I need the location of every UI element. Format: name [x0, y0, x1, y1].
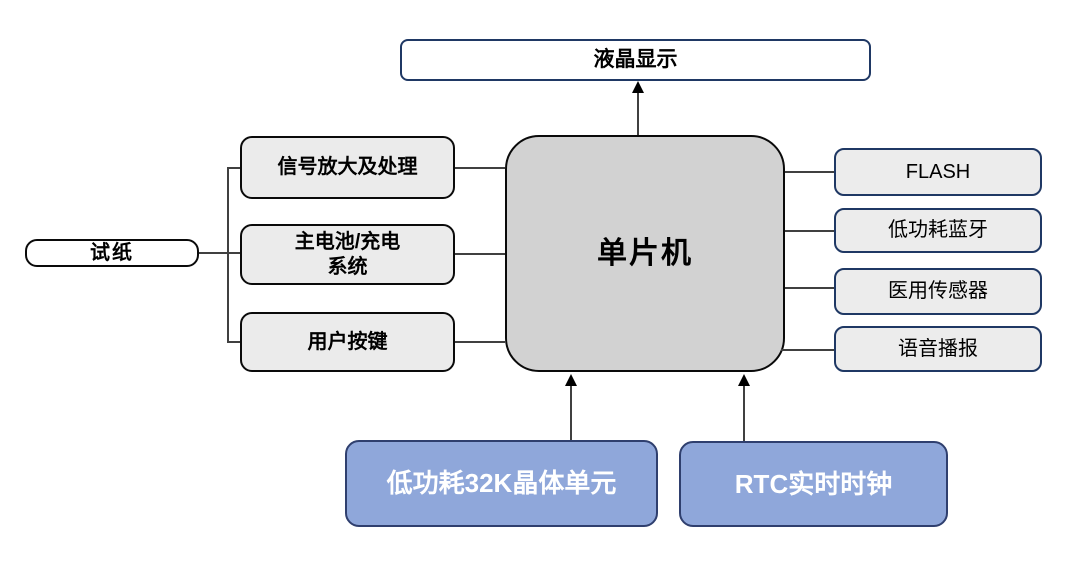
rtc-label: RTC实时时钟 — [734, 468, 893, 499]
arrow-crystal-to-mcu-head — [565, 374, 577, 386]
test-paper-node: 试纸 — [25, 239, 199, 267]
voice-broadcast-node: 语音播报 — [834, 326, 1042, 372]
flash-label: FLASH — [905, 160, 971, 183]
mcu-label: 单片机 — [597, 236, 693, 270]
medical-sensor-node: 医用传感器 — [834, 268, 1042, 315]
battery-charging-label: 主电池/充电 系统 — [294, 230, 401, 278]
crystal-unit-label: 低功耗32K晶体单元 — [386, 468, 617, 499]
arrow-rtc-to-mcu-head — [738, 374, 750, 386]
arrow-mcu-to-lcd-head — [632, 81, 644, 93]
rtc-node: RTC实时时钟 — [679, 441, 948, 527]
connector-mcu-to-voice — [781, 349, 834, 351]
connector-testpaper-to-battery — [199, 252, 240, 254]
arrow-rtc-to-mcu-line — [743, 383, 745, 441]
connector-signal-to-mcu — [455, 167, 505, 169]
lcd-display-label: 液晶显示 — [593, 47, 678, 71]
user-buttons-label: 用户按键 — [307, 330, 388, 353]
arrow-crystal-to-mcu-line — [570, 383, 572, 440]
connector-trunk-to-buttons — [227, 341, 240, 343]
connector-testpaper-trunk — [227, 167, 229, 343]
user-buttons-node: 用户按键 — [240, 312, 455, 372]
ble-node: 低功耗蓝牙 — [834, 208, 1042, 253]
signal-amplification-node: 信号放大及处理 — [240, 136, 455, 199]
arrow-mcu-to-lcd-line — [637, 90, 639, 135]
crystal-unit-node: 低功耗32K晶体单元 — [345, 440, 658, 527]
signal-amplification-label: 信号放大及处理 — [277, 156, 418, 178]
connector-trunk-to-signal — [227, 167, 240, 169]
ble-label: 低功耗蓝牙 — [888, 219, 988, 241]
connector-mcu-to-ble — [785, 230, 834, 232]
mcu-node: 单片机 — [505, 135, 785, 372]
medical-sensor-label: 医用传感器 — [888, 280, 988, 302]
connector-mcu-to-flash — [785, 171, 834, 173]
battery-charging-node: 主电池/充电 系统 — [240, 224, 455, 285]
lcd-display-node: 液晶显示 — [400, 39, 871, 81]
test-paper-label: 试纸 — [90, 241, 134, 264]
connector-mcu-to-sensor — [785, 287, 834, 289]
flash-node: FLASH — [834, 148, 1042, 196]
connector-buttons-to-mcu — [455, 341, 505, 343]
connector-battery-to-mcu — [455, 253, 505, 255]
voice-broadcast-label: 语音播报 — [898, 337, 978, 360]
